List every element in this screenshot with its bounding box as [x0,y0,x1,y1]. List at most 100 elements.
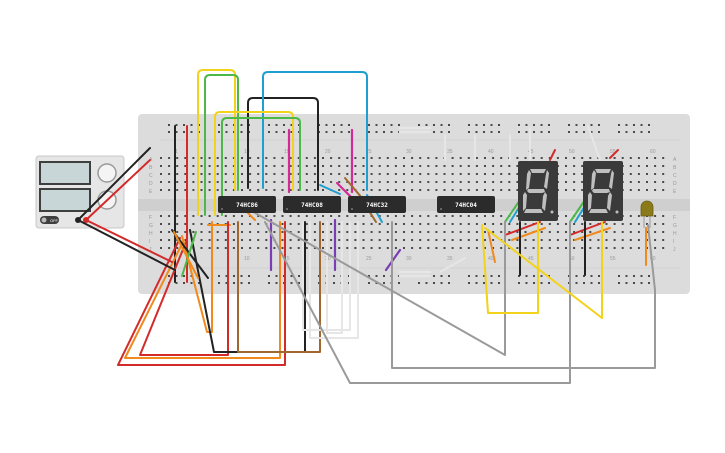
breadboard-hole[interactable] [248,275,250,277]
breadboard-hole[interactable] [394,215,397,217]
breadboard-hole[interactable] [273,215,276,217]
breadboard-hole[interactable] [370,173,373,175]
breadboard-hole[interactable] [483,275,485,277]
breadboard-hole[interactable] [378,231,381,233]
breadboard-hole[interactable] [451,223,454,225]
breadboard-hole[interactable] [590,275,593,277]
breadboard-hole[interactable] [435,157,438,159]
breadboard-hole[interactable] [508,173,511,175]
breadboard-hole[interactable] [313,215,316,217]
breadboard-hole[interactable] [297,215,300,217]
breadboard-hole[interactable] [475,231,478,233]
breadboard-hole[interactable] [613,223,616,225]
wire-gray[interactable] [249,209,506,356]
breadboard-hole[interactable] [192,173,195,175]
breadboard-hole[interactable] [532,239,535,241]
breadboard-hole[interactable] [281,165,284,167]
breadboard-hole[interactable] [540,131,543,133]
breadboard-hole[interactable] [265,173,268,175]
breadboard-hole[interactable] [249,189,252,191]
wire-green[interactable] [221,117,301,216]
breadboard-hole[interactable] [654,173,657,175]
breadboard-hole[interactable] [289,181,292,183]
breadboard-hole[interactable] [184,181,187,183]
breadboard-hole[interactable] [589,247,592,249]
breadboard-hole[interactable] [625,124,628,126]
breadboard-hole[interactable] [411,157,414,159]
breadboard-hole[interactable] [297,173,300,175]
breadboard-hole[interactable] [451,165,454,167]
breadboard-hole[interactable] [411,247,414,249]
breadboard-hole[interactable] [467,157,470,159]
breadboard-hole[interactable] [427,223,430,225]
breadboard-hole[interactable] [500,231,503,233]
breadboard-hole[interactable] [330,215,333,217]
breadboard-hole[interactable] [354,215,357,217]
breadboard-hole[interactable] [383,124,385,126]
breadboard-hole[interactable] [440,124,443,126]
breadboard-hole[interactable] [386,165,389,167]
breadboard-hole[interactable] [346,247,349,249]
breadboard-hole[interactable] [289,247,292,249]
breadboard-hole[interactable] [403,247,405,249]
breadboard-hole[interactable] [533,275,535,277]
breadboard-hole[interactable] [583,282,585,284]
jumper-wire[interactable] [549,149,556,161]
breadboard-hole[interactable] [394,247,397,249]
breadboard-hole[interactable] [654,157,657,159]
breadboard-hole[interactable] [281,181,284,183]
breadboard-hole[interactable] [330,239,333,241]
breadboard-hole[interactable] [176,231,179,233]
jumper-wire[interactable] [319,184,341,195]
breadboard-hole[interactable] [257,189,260,191]
breadboard-hole[interactable] [168,239,171,241]
breadboard-hole[interactable] [289,223,292,225]
breadboard-hole[interactable] [273,165,276,167]
breadboard-hole[interactable] [313,173,316,175]
breadboard-hole[interactable] [419,189,422,191]
breadboard-hole[interactable] [637,247,640,249]
breadboard-hole[interactable] [289,239,292,241]
breadboard-hole[interactable] [268,275,270,277]
breadboard-hole[interactable] [467,239,470,241]
breadboard-hole[interactable] [273,173,276,175]
breadboard-hole[interactable] [565,181,567,183]
breadboard-hole[interactable] [160,173,162,175]
breadboard-hole[interactable] [216,173,219,175]
breadboard-hole[interactable] [540,157,543,159]
breadboard-hole[interactable] [475,247,478,249]
breadboard-hole[interactable] [232,223,235,225]
breadboard-hole[interactable] [305,157,308,159]
breadboard-hole[interactable] [218,131,220,133]
breadboard-hole[interactable] [240,124,243,126]
breadboard-hole[interactable] [394,231,397,233]
breadboard-hole[interactable] [443,231,446,233]
breadboard-hole[interactable] [362,173,365,175]
breadboard-hole[interactable] [378,181,381,183]
breadboard-hole[interactable] [654,165,657,167]
breadboard-hole[interactable] [605,231,608,233]
breadboard-hole[interactable] [183,124,185,126]
breadboard-hole[interactable] [492,215,495,217]
breadboard-hole[interactable] [233,282,235,284]
breadboard-hole[interactable] [629,215,632,217]
breadboard-hole[interactable] [498,124,500,126]
jumper-wire[interactable] [574,227,611,241]
breadboard-hole[interactable] [516,215,519,217]
wire-orange[interactable] [124,221,281,359]
wire-brown[interactable] [237,221,321,353]
breadboard-hole[interactable] [629,247,632,249]
wire-gray[interactable] [264,221,571,384]
breadboard-hole[interactable] [322,181,324,183]
breadboard-hole[interactable] [362,215,365,217]
breadboard-hole[interactable] [297,231,300,233]
breadboard-hole[interactable] [289,189,292,191]
breadboard-hole[interactable] [629,165,632,167]
breadboard-hole[interactable] [597,239,600,241]
breadboard-hole[interactable] [484,223,486,225]
breadboard-hole[interactable] [565,239,567,241]
breadboard-hole[interactable] [475,173,478,175]
breadboard-hole[interactable] [484,181,486,183]
breadboard-hole[interactable] [525,282,528,284]
breadboard-hole[interactable] [232,165,235,167]
